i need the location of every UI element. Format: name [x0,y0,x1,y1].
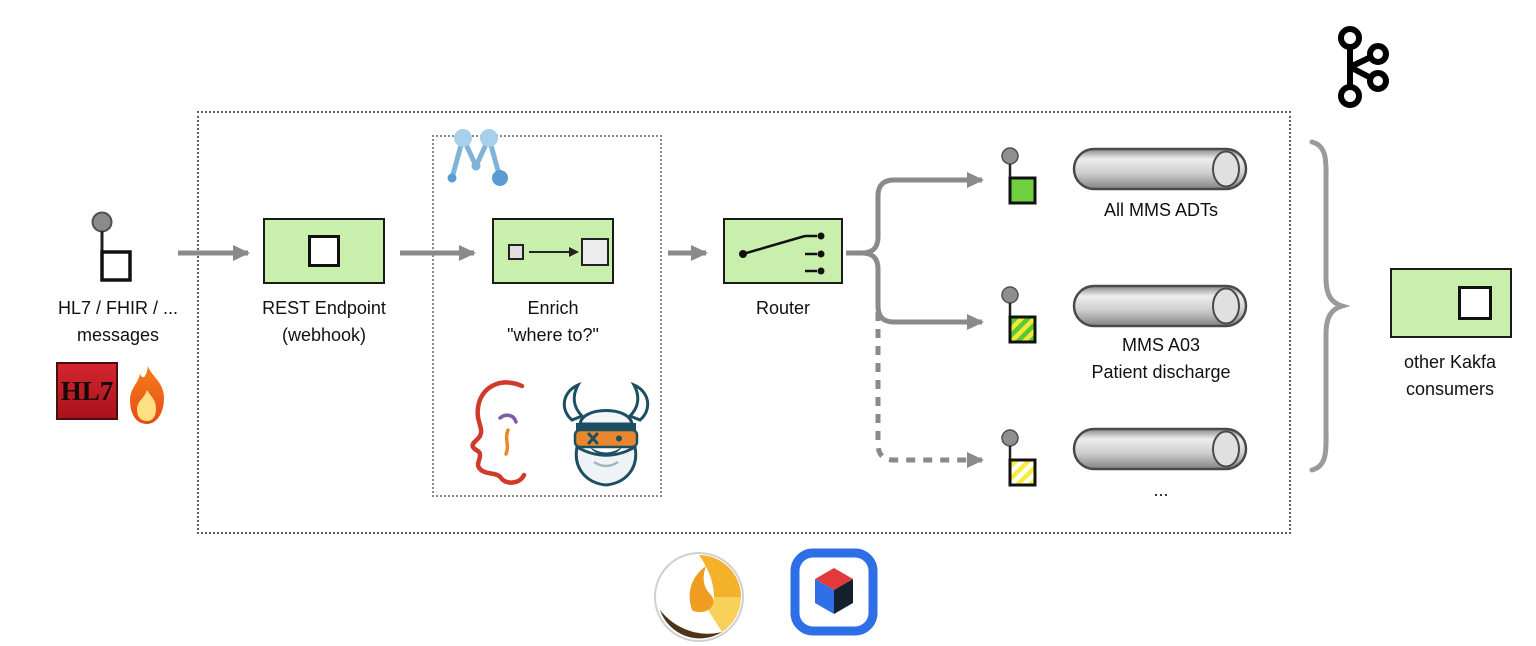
router-label: Router [755,298,811,318]
blue-molecule-m-logo [447,129,508,186]
topic2-label-line1: MMS A03 [1121,335,1201,355]
rest-label-line1: REST Endpoint [262,298,386,318]
enrich-node [492,218,614,284]
blue-cube-logo [790,548,878,636]
topic1-icon [1001,147,1037,205]
viking-mask-logo [562,381,650,487]
rest-endpoint-node [263,218,385,284]
router-node [723,218,843,284]
arrow-router-to-topic3-dashed [875,312,984,468]
consumer-square-icon [1458,286,1492,320]
hl7-logo: HL7 [56,362,118,420]
kafka-consumer-node [1390,268,1512,338]
topic1-cylinder [1072,147,1248,191]
enrich-transform-icon [508,238,609,266]
arrow-router-to-topic2 [846,250,984,330]
topic2-cylinder [1072,284,1248,328]
enrich-label-line2: "where to?" [507,325,599,345]
hl7-logo-text: HL7 [60,375,114,406]
endpoint-square-icon [308,235,340,267]
message-source-icon [91,211,132,282]
topic2-label-line2: Patient discharge [1091,362,1231,382]
topic3-icon [1001,429,1037,487]
arrow-router-to-topic1 [846,172,984,256]
input-label-line2: messages [76,325,160,345]
kafka-logo [1338,26,1389,108]
camel-logo [654,552,744,642]
consumer-label-line2: consumers [1405,379,1495,399]
fhir-flame-logo [130,366,164,424]
topic1-label: All MMS ADTs [1103,200,1219,220]
input-label-line1: HL7 / FHIR / ... [57,298,179,318]
rest-label-line2: (webhook) [281,325,367,345]
router-switch-icon [739,232,825,275]
topic3-label: ... [1153,480,1169,500]
topic2-icon [1001,286,1037,344]
enrich-boundary [432,135,662,497]
enrich-label-line1: Enrich [527,298,579,318]
consumer-label-line1: other Kakfa [1403,352,1497,372]
pipeline-boundary [197,111,1291,534]
red-head-profile-logo [470,380,527,485]
grouping-brace [1309,139,1350,473]
topic3-cylinder [1072,427,1248,471]
